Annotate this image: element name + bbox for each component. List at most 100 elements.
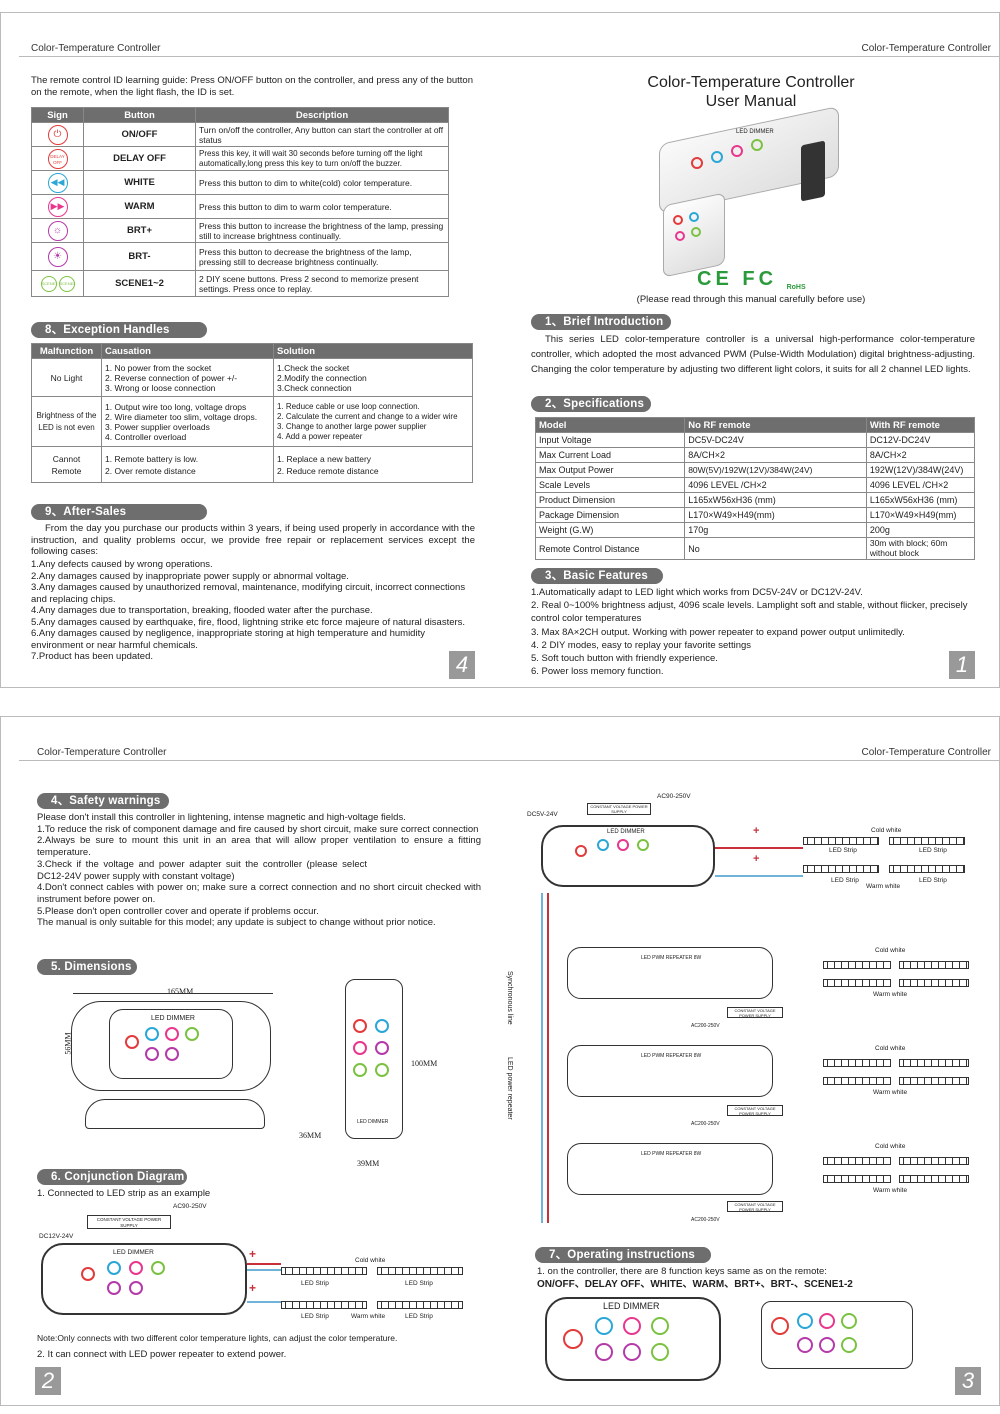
cold-white-label: Cold white bbox=[355, 1257, 386, 1264]
led-strip bbox=[377, 1267, 463, 1275]
led-strip bbox=[823, 1059, 891, 1067]
spec-cell: Product Dimension bbox=[534, 492, 686, 508]
repeater-label: LED PWM REPEATER 8W bbox=[641, 1151, 702, 1157]
scene2-icon: SCENE2 bbox=[58, 275, 76, 292]
button-name: DELAY OFF bbox=[83, 146, 196, 171]
ce-logo: CE bbox=[697, 268, 733, 290]
power-icon bbox=[771, 1317, 789, 1335]
spec-cell: Weight (G.W) bbox=[534, 522, 686, 538]
spec-cell: Max Current Load bbox=[534, 447, 686, 463]
page-number: 3 bbox=[955, 1367, 981, 1395]
led-strip bbox=[281, 1267, 367, 1275]
plus-marker: + bbox=[753, 825, 760, 837]
led-strip bbox=[281, 1301, 367, 1309]
controller-panel bbox=[109, 1009, 233, 1079]
power-icon bbox=[81, 1267, 95, 1281]
controller-side-outline bbox=[85, 1099, 265, 1129]
white-icon bbox=[595, 1317, 613, 1335]
operating-keys: ON/OFF、DELAY OFF、WHITE、WARM、BRT+、BRT-、SC… bbox=[537, 1279, 853, 1290]
feature-item: 1.Automatically adapt to LED light which… bbox=[531, 587, 863, 598]
button-name: SCENE1~2 bbox=[83, 270, 196, 297]
id-learning-guide: The remote control ID learning guide: Pr… bbox=[31, 75, 473, 98]
led-strip-label: LED Strip bbox=[405, 1280, 433, 1287]
device-label: LED DIMMER bbox=[357, 1119, 389, 1125]
controller-device bbox=[541, 825, 715, 887]
safety-list: Please don't install this controller in … bbox=[37, 812, 481, 929]
scene-icon bbox=[353, 1063, 367, 1077]
cause-line: 3. Power supplier overloads bbox=[105, 421, 210, 432]
warm-icon bbox=[165, 1027, 179, 1041]
cause-line: 1. Remote battery is low. bbox=[105, 453, 199, 464]
led-strip bbox=[899, 1175, 969, 1183]
solution-line: 4. Add a power repeater bbox=[277, 431, 363, 441]
power-icon bbox=[125, 1035, 139, 1049]
spec-cell: 8A/CH×2 bbox=[684, 447, 867, 463]
safety-item: 1.To reduce the risk of component damage… bbox=[37, 823, 479, 835]
power-supply-box: CONSTANT VOLTAGE POWER SUPPLY bbox=[87, 1215, 171, 1229]
sync-line-label: Synchronous line bbox=[506, 971, 513, 1025]
wire-blue bbox=[247, 1301, 281, 1303]
spec-cell: Input Voltage bbox=[534, 432, 686, 448]
sync-wire bbox=[547, 893, 549, 1223]
page-number: 4 bbox=[449, 651, 475, 679]
led-strip bbox=[899, 961, 969, 969]
solution-line: 3.Check connection bbox=[277, 382, 352, 393]
repeater-diagram: AC90-250V CONSTANT VOLTAGE POWER SUPPLY … bbox=[506, 789, 999, 1229]
warm-icon: ▶▶ bbox=[47, 196, 68, 217]
led-strip bbox=[823, 979, 891, 987]
dc-label: DC5V-24V bbox=[527, 811, 558, 818]
scene-icon bbox=[841, 1337, 857, 1353]
section-conjunction-title: 6. Conjunction Diagram bbox=[37, 1169, 187, 1185]
led-strip bbox=[823, 1175, 891, 1183]
led-strip bbox=[823, 961, 891, 969]
cause-line: 1. No power from the socket bbox=[105, 362, 212, 373]
aftersales-item: 1.Any defects caused by wrong operations… bbox=[31, 559, 213, 570]
power-supply-box: CONSTANT VOLTAGE POWER SUPPLY bbox=[587, 803, 651, 815]
repeater-label: LED PWM REPEATER 8W bbox=[641, 1053, 702, 1059]
certification-logos: CE FC RoHS bbox=[697, 268, 806, 291]
led-strip bbox=[377, 1301, 463, 1309]
button-desc: Press this button to dim to warm color t… bbox=[195, 194, 449, 219]
led-strip-label: LED Strip bbox=[301, 1280, 329, 1287]
button-table-header: Sign bbox=[31, 107, 84, 123]
spec-cell: DC5V-DC24V bbox=[684, 432, 867, 448]
brightness-up-icon bbox=[107, 1281, 121, 1295]
button-desc: Press this button to dim to white(cold) … bbox=[195, 170, 449, 195]
warm-icon bbox=[129, 1261, 143, 1275]
solution-line: 2.Modify the connection bbox=[277, 372, 367, 383]
spread-bottom: Color-Temperature Controller Color-Tempe… bbox=[0, 716, 1000, 1406]
warm-white-label: Warm white bbox=[873, 991, 908, 998]
header-title-right: Color-Temperature Controller bbox=[861, 43, 992, 54]
header-bar: Color-Temperature Controller Color-Tempe… bbox=[19, 43, 999, 57]
spread-top: Color-Temperature Controller Color-Tempe… bbox=[0, 12, 1000, 688]
brightness-down-icon bbox=[165, 1047, 179, 1061]
device-label: LED DIMMER bbox=[603, 1301, 660, 1311]
safety-item: 2.Always be sure to mount this unit in a… bbox=[37, 835, 481, 859]
warm-white-label: Warm white bbox=[873, 1089, 908, 1096]
button-name: BRT- bbox=[83, 242, 196, 271]
safety-item: The manual is only suitable for this mod… bbox=[37, 917, 436, 929]
section-exception-title: 8、Exception Handles bbox=[31, 322, 207, 338]
warm-icon bbox=[353, 1041, 367, 1055]
led-strip bbox=[889, 865, 965, 873]
white-icon bbox=[145, 1027, 159, 1041]
malfunction-cell: Cannot Remote bbox=[31, 446, 102, 483]
spec-cell: No bbox=[684, 537, 867, 560]
brightness-up-icon bbox=[797, 1337, 813, 1353]
led-strip bbox=[823, 1077, 891, 1085]
device-label: LED DIMMER bbox=[151, 1015, 195, 1022]
cold-white-label: Cold white bbox=[871, 827, 902, 834]
brightness-up-icon bbox=[375, 1041, 389, 1055]
cold-white-label: Cold white bbox=[875, 1143, 906, 1150]
power-icon bbox=[673, 215, 683, 225]
dimensions-drawing: 165MM 56MM LED DIMMER 36MM LED DIMMER 10… bbox=[37, 979, 477, 1169]
spec-cell: Remote Control Distance bbox=[534, 537, 686, 560]
solution-line: 1. Reduce cable or use loop connection. bbox=[277, 401, 420, 411]
white-icon bbox=[797, 1313, 813, 1329]
led-strip-label: LED Strip bbox=[405, 1313, 433, 1320]
led-strip bbox=[899, 979, 969, 987]
repeater-device bbox=[567, 1143, 773, 1195]
spec-cell: 8A/CH×2 bbox=[865, 447, 976, 463]
exception-table: Malfunction Causation Solution No Light … bbox=[31, 343, 473, 483]
